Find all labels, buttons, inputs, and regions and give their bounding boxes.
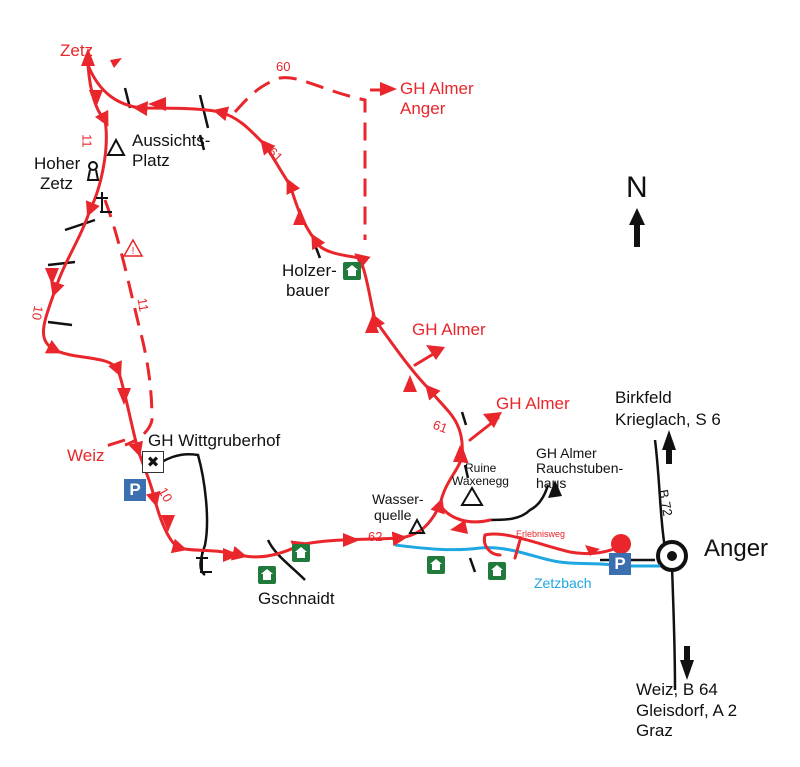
label-gh-almer-a: GH Almer (412, 320, 486, 339)
label-hoher-2: Zetz (40, 174, 74, 193)
trail-number-11b: 11 (134, 296, 152, 313)
label-birkfeld-2: Krieglach, S 6 (615, 410, 721, 429)
arrow-icon (365, 316, 379, 333)
label-birkfeld-1: Birkfeld (615, 388, 672, 407)
hut-icon (488, 562, 506, 580)
warning-icon: ! (122, 238, 144, 257)
label-gh-wittgruberhof: GH Wittgruberhof (148, 431, 281, 450)
label-holzer-2: bauer (286, 281, 330, 300)
road-rauchstubenhaus (489, 484, 550, 522)
arrow-icon (148, 97, 166, 111)
label-weiz: Weiz (67, 446, 105, 465)
arrow-icon (81, 48, 95, 66)
label-gschnaidt: Gschnaidt (258, 589, 335, 608)
svg-text:!: ! (132, 246, 135, 257)
summit-triangles (106, 137, 484, 534)
label-gh-rauch-2: Rauchstuben- (536, 460, 624, 476)
arrow-icon (453, 445, 467, 462)
hut-icon (343, 262, 361, 280)
arrow-icon (45, 268, 59, 285)
cross-icon (196, 552, 212, 573)
label-gh-almer-anger-1: GH Almer (400, 79, 474, 98)
trail-number-10a: 10 (28, 304, 47, 322)
label-ruine-1: Ruine (465, 461, 497, 475)
arrow-icon (426, 345, 445, 360)
trail-arrows (45, 48, 600, 562)
label-weiz-south-2: Gleisdorf, A 2 (636, 701, 738, 720)
arrow-icon (161, 515, 175, 532)
arrow-icon (293, 208, 307, 225)
road-b72: B 72 (655, 488, 676, 518)
trail-number-60: 60 (276, 59, 291, 74)
arrow-icon (483, 412, 502, 428)
roads (47, 87, 677, 691)
arrow-icon (117, 388, 131, 405)
parking-icon: P (124, 479, 146, 501)
monument-icon (86, 161, 100, 181)
arrow-icon (585, 545, 600, 556)
arrow-icon (629, 208, 645, 225)
arrow-icon (380, 82, 397, 96)
label-hoher-1: Hoher (34, 154, 81, 173)
summit-triangle-icon (460, 486, 484, 506)
label-gh-almer-anger-2: Anger (400, 99, 446, 118)
trail-number-62: 62 (368, 529, 383, 544)
roundabout-icon (656, 540, 688, 572)
hut-icon (292, 544, 310, 562)
label-aussichts-2: Platz (132, 151, 170, 170)
label-aussichts-1: Aussichts- (132, 131, 211, 150)
road-arrows (548, 208, 694, 680)
arrow-icon (403, 375, 417, 392)
label-zetzbach: Zetzbach (534, 575, 592, 591)
label-zetz: Zetz (60, 41, 94, 60)
hut-icon (258, 566, 276, 584)
label-weiz-south-3: Graz (636, 721, 673, 740)
start-dot (611, 534, 631, 554)
parking-icon: P (609, 553, 631, 575)
arrow-icon (548, 480, 562, 498)
restaurant-icon: ✖ (142, 451, 164, 473)
label-wasser-1: Wasser- (372, 491, 424, 507)
label-gh-rauch-3: haus (536, 475, 567, 491)
summit-triangle-icon (408, 517, 426, 534)
hut-icon (427, 556, 445, 574)
label-wasser-2: quelle (374, 507, 412, 523)
arrow-icon (450, 520, 468, 534)
label-anger: Anger (704, 535, 769, 562)
cross-icon (96, 192, 112, 213)
arrow-icon (680, 660, 694, 680)
north-label: N (626, 171, 648, 204)
road-birkfeld (653, 439, 667, 549)
summit-triangle-icon (106, 137, 126, 156)
label-gh-rauch-1: GH Almer (536, 445, 597, 461)
crosses (86, 161, 212, 573)
road-weiz-south (670, 564, 677, 691)
arrow-icon (89, 90, 103, 108)
label-weiz-south-1: Weiz, B 64 (636, 680, 718, 699)
arrow-icon (662, 430, 676, 450)
label-erlebnisweg: Erlebnisweg (516, 529, 566, 539)
label-gh-almer-b: GH Almer (496, 394, 570, 413)
arrow-icon (343, 533, 360, 547)
trail-number-11a: 11 (79, 134, 95, 148)
arrow-icon (223, 548, 240, 562)
trails-dashed (99, 76, 395, 450)
label-ruine-2: Waxenegg (452, 474, 509, 488)
label-holzer-1: Holzer- (282, 261, 337, 280)
